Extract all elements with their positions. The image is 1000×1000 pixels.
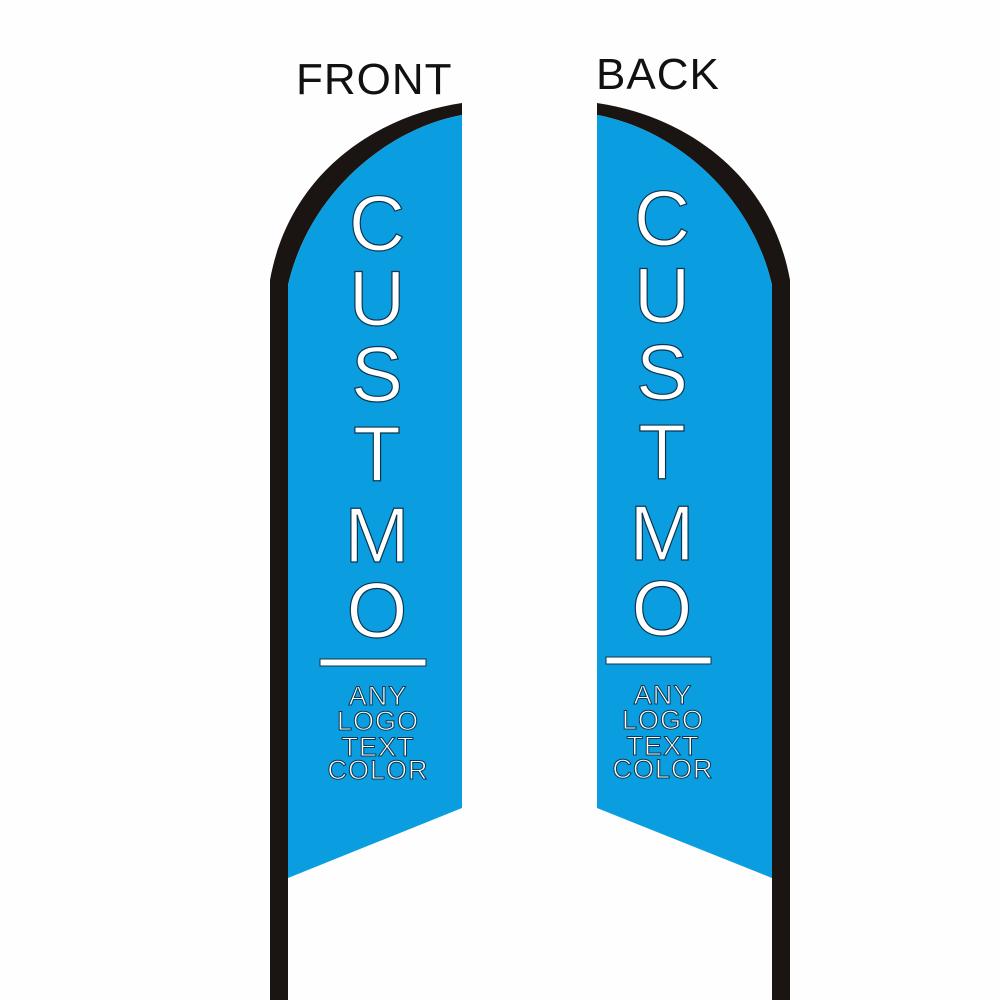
front-label: FRONT: [296, 55, 453, 104]
back-banner: [597, 115, 772, 878]
front-vertical-text: C U S T M O: [344, 178, 410, 654]
back-letter: C: [634, 174, 690, 262]
back-letter: S: [636, 328, 688, 416]
front-line: COLOR: [327, 755, 428, 785]
back-vertical-text: C U S T M O: [629, 173, 695, 652]
front-line: ANY: [349, 681, 408, 711]
front-letter: C: [349, 179, 405, 267]
back-letter: M: [630, 489, 695, 577]
back-letter: U: [634, 251, 690, 339]
back-label: BACK: [596, 50, 720, 99]
front-letter: O: [347, 566, 408, 654]
front-banner: [288, 115, 462, 878]
front-letter: U: [349, 254, 405, 342]
back-flag: BACK C U S T M O ANY LOGO TEXT COLOR: [596, 50, 790, 1000]
back-divider: [605, 656, 712, 665]
front-line: TEXT: [341, 732, 414, 762]
front-divider: [319, 658, 427, 667]
front-flag: FRONT C U S T M O ANY LOGO TEXT COLOR: [270, 55, 462, 1000]
front-letter: M: [345, 491, 410, 579]
back-line: TEXT: [626, 731, 699, 761]
back-letter: O: [632, 564, 693, 652]
back-letter: T: [638, 408, 686, 496]
back-line: COLOR: [612, 754, 713, 784]
front-line: LOGO: [337, 706, 419, 736]
back-line: LOGO: [622, 705, 704, 735]
back-line: ANY: [634, 680, 693, 710]
front-letter: T: [353, 410, 401, 498]
front-letter: S: [351, 330, 403, 418]
